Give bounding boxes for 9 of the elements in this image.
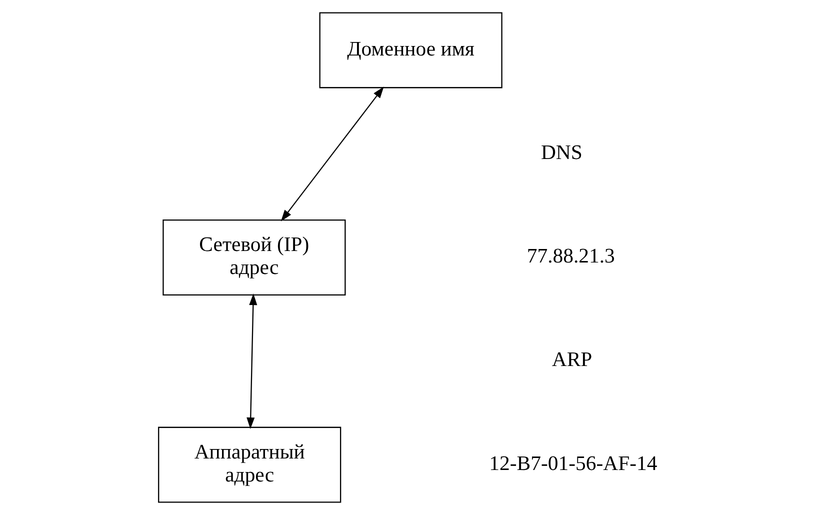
- label: 77.88.21.3: [526, 246, 614, 268]
- label: DNS: [540, 142, 582, 164]
- node-box: Доменное имя: [318, 12, 502, 88]
- label: ARP: [551, 349, 592, 372]
- node-box: Сетевой (IP) адрес: [162, 220, 346, 296]
- label: 12-B7-01-56-AF-14: [488, 452, 657, 475]
- arrow: [246, 294, 257, 430]
- node-box: Аппаратный адрес: [158, 426, 341, 503]
- arrow: [280, 86, 384, 222]
